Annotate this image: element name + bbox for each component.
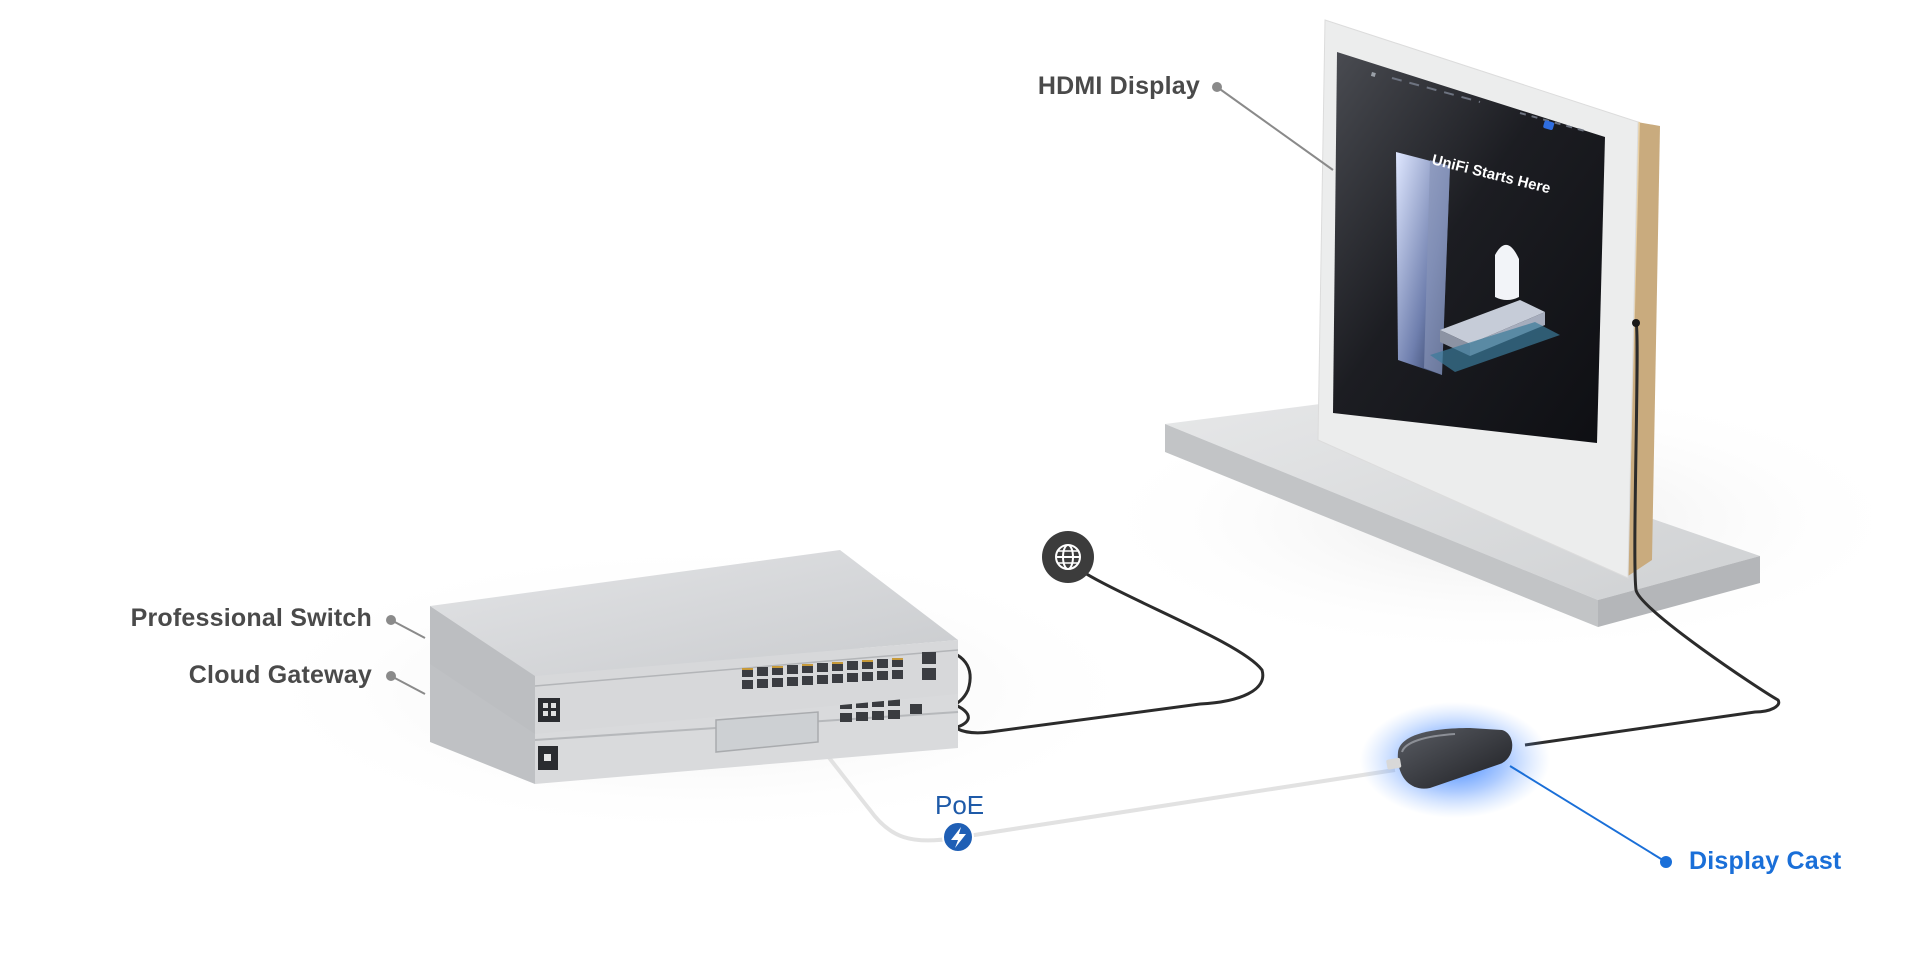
lightning-icon [942, 821, 974, 853]
switch-leader [390, 619, 426, 639]
poe-label: PoE [935, 790, 985, 820]
hdmi-display-label: HDMI Display [1037, 72, 1200, 100]
display-cast-label: Display Cast [1689, 847, 1842, 875]
hdmi-display-leader [1216, 86, 1334, 171]
hdmi-display: UniFi Starts Here [1317, 19, 1660, 579]
globe-icon [1042, 531, 1094, 583]
hdmi-display-dot [1212, 82, 1222, 92]
gateway-leader [390, 675, 426, 695]
cloud-gateway-label: Cloud Gateway [188, 661, 372, 689]
display-cast-device [1386, 728, 1513, 789]
gateway-dot [386, 671, 396, 681]
internet-cable [943, 558, 1265, 735]
screen-dome-device [1495, 244, 1519, 300]
switch-display [538, 698, 560, 722]
professional-switch-label: Professional Switch [130, 604, 372, 632]
hdmi-cable [1524, 322, 1781, 747]
switch-dot [386, 615, 396, 625]
professional-switch-device [430, 550, 959, 734]
switch-ports [742, 658, 903, 689]
display-cast-dot [1660, 856, 1672, 868]
display-cast-leader [1509, 765, 1667, 863]
